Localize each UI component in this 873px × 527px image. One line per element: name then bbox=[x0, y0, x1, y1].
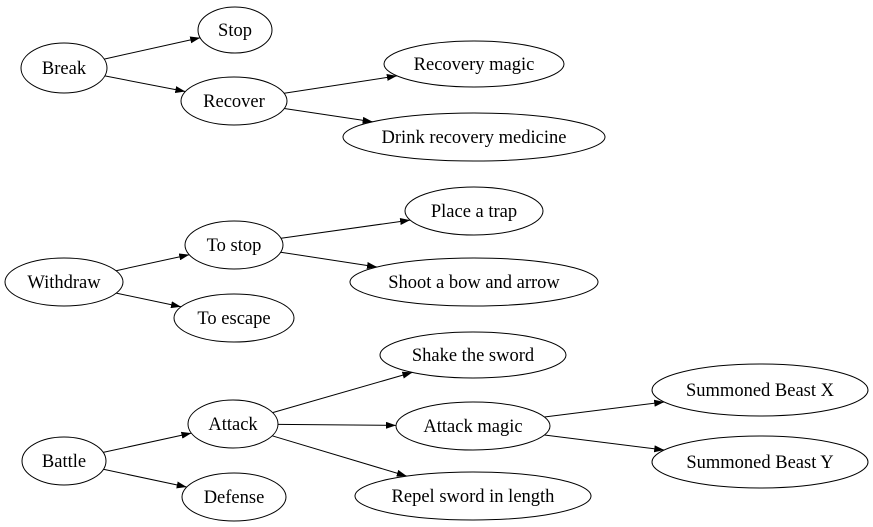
node-defense: Defense bbox=[181, 472, 287, 522]
edge-battle-to-attack bbox=[103, 431, 192, 453]
node-to-escape-label: To escape bbox=[197, 309, 270, 329]
edge-recover-to-drink-recovery-medicine bbox=[284, 108, 373, 124]
node-drink-recovery-medicine: Drink recovery medicine bbox=[342, 112, 606, 162]
node-summoned-beast-x: Summoned Beast X bbox=[651, 363, 869, 417]
edge-attack-magic-to-summoned-beast-x bbox=[544, 399, 665, 418]
node-battle-ellipse bbox=[21, 436, 107, 486]
node-recovery-magic-label: Recovery magic bbox=[414, 55, 535, 75]
node-recovery-magic-ellipse bbox=[383, 40, 565, 88]
node-recover-ellipse bbox=[180, 76, 288, 126]
edge-to-stop-to-shoot-a-bow-and-arrow bbox=[280, 251, 378, 269]
node-to-escape-ellipse bbox=[173, 293, 295, 343]
edge-break-to-recover bbox=[104, 75, 186, 94]
node-battle: Battle bbox=[21, 436, 107, 486]
node-summoned-beast-y: Summoned Beast Y bbox=[651, 435, 869, 489]
node-summoned-beast-y-label: Summoned Beast Y bbox=[686, 453, 833, 473]
node-to-escape: To escape bbox=[173, 293, 295, 343]
node-summoned-beast-y-ellipse bbox=[651, 435, 869, 489]
node-place-a-trap-ellipse bbox=[404, 186, 544, 236]
node-place-a-trap-label: Place a trap bbox=[431, 202, 517, 222]
node-break-label: Break bbox=[42, 59, 87, 79]
node-attack-magic: Attack magic bbox=[395, 401, 551, 451]
node-repel-sword-in-length-ellipse bbox=[354, 471, 592, 521]
edge-withdraw-to-to-stop bbox=[115, 253, 190, 272]
node-shoot-a-bow-and-arrow-ellipse bbox=[349, 257, 599, 307]
node-withdraw-ellipse bbox=[4, 257, 124, 307]
node-drink-recovery-medicine-label: Drink recovery medicine bbox=[382, 128, 567, 148]
edge-withdraw-to-to-escape bbox=[116, 292, 182, 309]
edge-attack-to-repel-sword-in-length bbox=[272, 435, 407, 477]
node-to-stop: To stop bbox=[184, 220, 284, 270]
node-break-ellipse bbox=[20, 42, 108, 94]
node-battle-label: Battle bbox=[42, 452, 86, 472]
node-attack-label: Attack bbox=[208, 415, 258, 435]
node-to-stop-label: To stop bbox=[207, 236, 262, 256]
node-stop-label: Stop bbox=[218, 21, 252, 41]
edge-battle-to-defense bbox=[103, 468, 187, 489]
node-recover: Recover bbox=[180, 76, 288, 126]
node-attack: Attack bbox=[187, 399, 279, 449]
edge-to-stop-to-place-a-trap bbox=[281, 218, 411, 239]
node-shoot-a-bow-and-arrow-label: Shoot a bow and arrow bbox=[388, 273, 560, 293]
edge-attack-to-attack-magic bbox=[277, 421, 397, 429]
node-to-stop-ellipse bbox=[184, 220, 284, 270]
node-shake-the-sword-ellipse bbox=[379, 331, 567, 379]
node-attack-ellipse bbox=[187, 399, 279, 449]
node-withdraw: Withdraw bbox=[4, 257, 124, 307]
node-summoned-beast-x-ellipse bbox=[651, 363, 869, 417]
node-attack-magic-label: Attack magic bbox=[423, 417, 522, 437]
node-defense-ellipse bbox=[181, 472, 287, 522]
node-shoot-a-bow-and-arrow: Shoot a bow and arrow bbox=[349, 257, 599, 307]
node-summoned-beast-x-label: Summoned Beast X bbox=[686, 381, 835, 401]
node-stop: Stop bbox=[197, 6, 273, 54]
node-shake-the-sword: Shake the sword bbox=[379, 331, 567, 379]
node-place-a-trap: Place a trap bbox=[404, 186, 544, 236]
edge-attack-to-shake-the-sword bbox=[272, 371, 413, 414]
node-repel-sword-in-length: Repel sword in length bbox=[354, 471, 592, 521]
node-break: Break bbox=[20, 42, 108, 94]
edge-break-to-stop bbox=[104, 36, 201, 60]
node-attack-magic-ellipse bbox=[395, 401, 551, 451]
node-shake-the-sword-label: Shake the sword bbox=[412, 346, 535, 366]
node-drink-recovery-medicine-ellipse bbox=[342, 112, 606, 162]
node-stop-ellipse bbox=[197, 6, 273, 54]
edge-attack-magic-to-summoned-beast-y bbox=[544, 434, 665, 453]
node-withdraw-label: Withdraw bbox=[27, 273, 101, 293]
node-defense-label: Defense bbox=[204, 488, 265, 508]
node-recovery-magic: Recovery magic bbox=[383, 40, 565, 88]
node-recover-label: Recover bbox=[203, 92, 265, 112]
edge-recover-to-recovery-magic bbox=[284, 73, 397, 94]
node-repel-sword-in-length-label: Repel sword in length bbox=[392, 487, 555, 507]
